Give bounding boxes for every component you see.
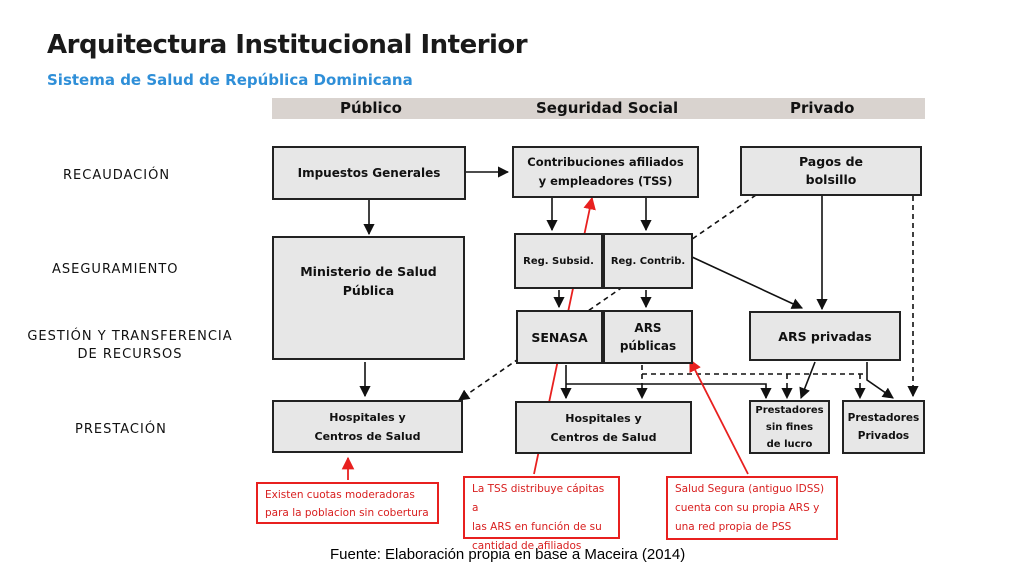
red-arrow-salud-segura [689, 358, 749, 475]
box-reg-contrib: Reg. Contrib. [603, 233, 693, 289]
arrow-arsprivadas-prestadores-privados [866, 362, 894, 399]
note-salud-segura: Salud Segura (antiguo IDSS) cuenta con s… [666, 476, 838, 540]
row-label-prestacion: PRESTACIÓN [75, 422, 167, 437]
box-pagos-de-bolsillo: Pagos de bolsillo [740, 146, 922, 196]
box-hospitales-publico: Hospitales y Centros de Salud [272, 400, 463, 453]
note-cuotas-moderadoras: Existen cuotas moderadoras para la pobla… [256, 482, 439, 524]
column-header-publico: Público [340, 99, 402, 117]
arrow-arsprivadas-prestadores-sin-fines [799, 361, 816, 400]
row-label-recaudacion: RECAUDACIÓN [63, 168, 171, 183]
arrow-regcontrib-arsprivadas [691, 256, 804, 309]
note-tss-capitas: La TSS distribuye cápitas a las ARS en f… [463, 476, 620, 552]
box-prestadores-sin-fines: Prestadores sin fines de lucro [749, 400, 830, 454]
box-ministerio-salud: Ministerio de Salud Pública [272, 236, 465, 360]
source-caption: Fuente: Elaboración propia en base a Mac… [330, 546, 686, 563]
row-label-gestion: GESTIÓN Y TRANSFERENCIA DE RECURSOS [8, 328, 252, 364]
box-senasa: SENASA [516, 310, 603, 364]
column-header-privado: Privado [790, 99, 855, 117]
box-ars-privadas: ARS privadas [749, 311, 901, 361]
row-label-gestion-text: GESTIÓN Y TRANSFERENCIA DE RECURSOS [27, 329, 233, 362]
box-reg-subsid: Reg. Subsid. [514, 233, 603, 289]
box-contribuciones-tss: Contribuciones afiliados y empleadores (… [512, 146, 699, 198]
box-ars-publicas: ARS públicas [603, 310, 693, 364]
row-label-aseguramiento: ASEGURAMIENTO [52, 262, 179, 277]
arrow-senasa-prestadores-sin-fines [566, 383, 772, 400]
column-header-seguridad-social: Seguridad Social [536, 99, 679, 117]
box-impuestos-generales: Impuestos Generales [272, 146, 466, 200]
page-title: Arquitectura Institucional Interior [47, 30, 528, 60]
box-hospitales-seguridad-social: Hospitales y Centros de Salud [515, 401, 692, 454]
page-subtitle: Sistema de Salud de República Dominicana [47, 71, 413, 89]
column-header-bar: Público Seguridad Social Privado [272, 98, 925, 119]
dashed-arrow-pagos-hospitales [458, 194, 757, 401]
box-prestadores-privados: Prestadores Privados [842, 400, 925, 454]
